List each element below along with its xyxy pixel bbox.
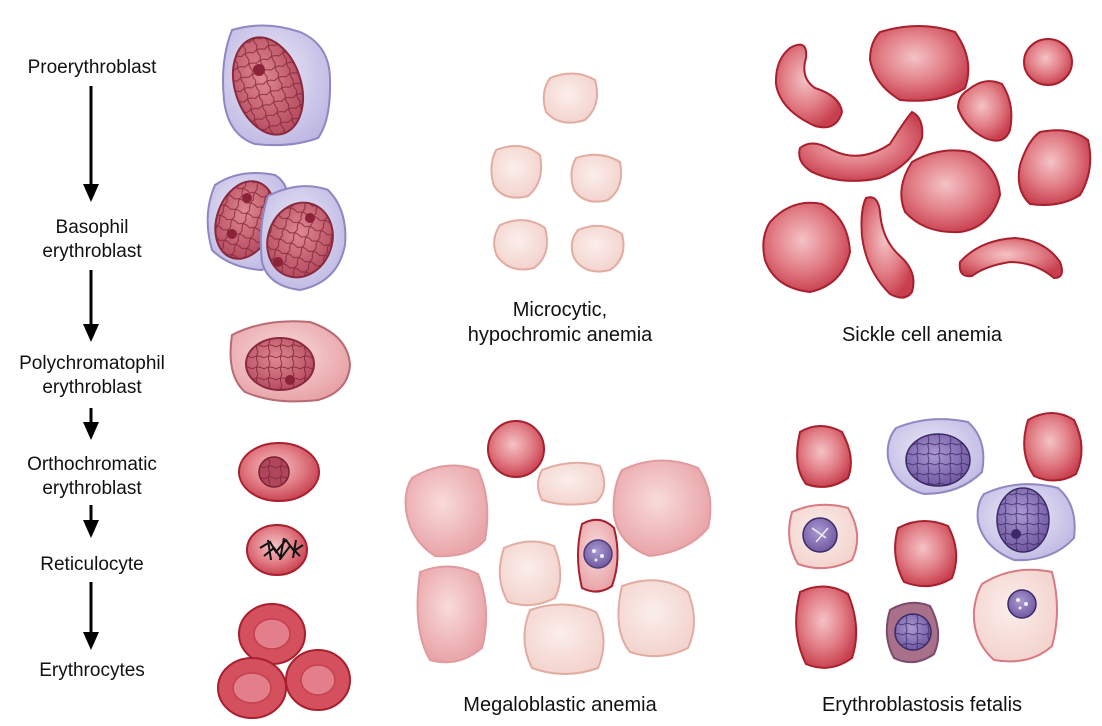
stage-label-line1: Proerythroblast xyxy=(27,57,157,78)
panel-title-megaloblastic: Megaloblastic anemia xyxy=(463,694,657,716)
stage-label-basophil: Basophil erythroblast xyxy=(0,216,184,264)
stage-label-erythrocytes: Erythrocytes xyxy=(0,659,184,683)
stage-label-line1: Basophil xyxy=(55,217,129,238)
arrow-5 xyxy=(83,582,99,650)
panel-title-erythroblastosis: Erythroblastosis fetalis xyxy=(821,694,1023,716)
erythroblastosis-cells xyxy=(788,412,1083,669)
erythrocytes-cells xyxy=(217,603,351,719)
stage-label-orthochromatic: Orthochromatic erythroblast xyxy=(0,453,184,501)
arrow-1 xyxy=(83,86,99,202)
panel-title-line1: Microcytic, xyxy=(512,299,608,321)
stage-label-line1: Polychromatophil xyxy=(19,353,165,374)
panel-title-line2: hypochromic anemia xyxy=(467,324,653,346)
stage-label-polychromatophil: Polychromatophil erythroblast xyxy=(0,352,184,400)
arrow-2 xyxy=(83,270,99,342)
stage-arrows xyxy=(83,86,99,650)
stage-label-line1: Reticulocyte xyxy=(40,554,144,575)
microcytic-cells xyxy=(490,72,625,273)
stage-label-proerythroblast: Proerythroblast xyxy=(0,56,184,80)
panel-title-microcytic: Microcytic, hypochromic anemia xyxy=(420,298,700,348)
megaloblastic-cells xyxy=(404,420,712,675)
stage-label-line2: erythroblast xyxy=(42,478,142,499)
reticulocyte-cell xyxy=(246,524,308,576)
proerythroblast-cell xyxy=(222,24,332,147)
polychromatophil-erythroblast-cell xyxy=(229,320,352,403)
arrow-4 xyxy=(83,505,99,538)
stage-label-reticulocyte: Reticulocyte xyxy=(0,553,184,577)
stage-label-line2: erythroblast xyxy=(42,241,142,262)
stage-label-line1: Orthochromatic xyxy=(27,454,157,475)
stage-label-line2: erythroblast xyxy=(42,377,142,398)
sickle-cells xyxy=(762,25,1092,299)
arrow-3 xyxy=(83,408,99,440)
stage-label-line1: Erythrocytes xyxy=(39,660,145,681)
orthochromatic-erythroblast-cell xyxy=(238,442,320,502)
basophil-erythroblast-cells xyxy=(206,172,347,292)
panel-title-sickle: Sickle cell anemia xyxy=(841,324,1003,346)
